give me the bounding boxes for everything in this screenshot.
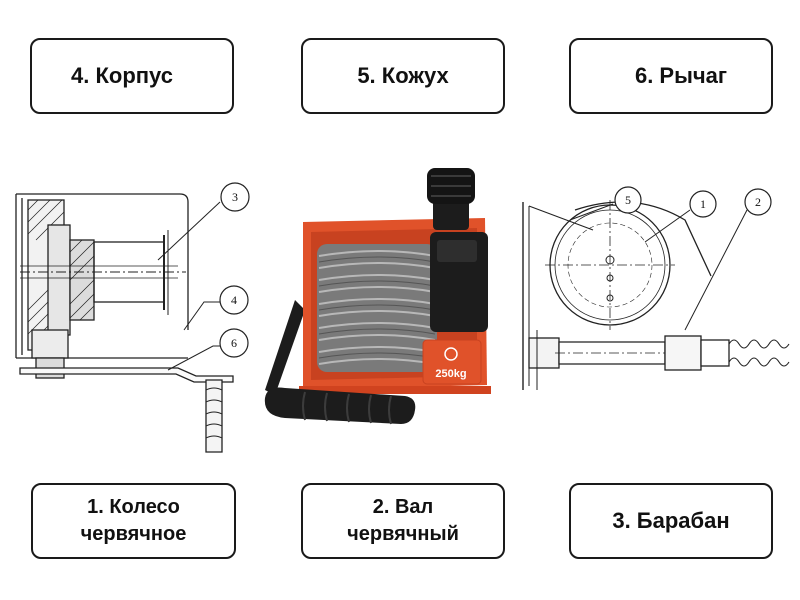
- label-worm-shaft: 2. Вал червячный: [301, 483, 505, 559]
- callout-number: 4: [231, 293, 237, 307]
- label-drum-text: 3. Барабан: [612, 508, 730, 533]
- winch-photo: 250kg: [264, 168, 491, 425]
- top-knob: [433, 200, 469, 230]
- right-front-drawing: 5 1 2: [522, 186, 790, 390]
- callout-circle: [744, 188, 772, 216]
- capacity-badge: [422, 339, 482, 385]
- callout-circle: [219, 328, 249, 358]
- callout-number: 6: [231, 336, 237, 350]
- label-lever-text: 6. Рычаг: [634, 63, 728, 88]
- handle-grip: [264, 387, 416, 424]
- lever-arm: [265, 300, 305, 395]
- label-casing: 5. Кожух: [301, 38, 505, 114]
- left-section-drawing: 3 4 6: [15, 182, 250, 453]
- callout-circle: [219, 285, 249, 315]
- label-lever: 6. Рычаг: [569, 38, 773, 114]
- label-housing-text: 4. Корпус: [71, 63, 173, 88]
- callout-circle: [689, 190, 717, 218]
- callout-number: 1: [700, 197, 706, 211]
- callout-circle: [220, 182, 250, 212]
- callout-number: 3: [232, 190, 238, 204]
- label-housing: 4. Корпус: [30, 38, 234, 114]
- label-casing-text: 5. Кожух: [357, 63, 449, 88]
- callout-circle: [614, 186, 642, 214]
- callout-number: 2: [755, 195, 761, 209]
- housing-outline: [16, 193, 189, 330]
- label-worm-wheel: 1. Колесо червячное: [31, 483, 236, 559]
- label-worm-wheel-text: 1. Колесо червячное: [80, 496, 187, 545]
- label-worm-shaft-text: 2. Вал червячный: [347, 496, 459, 545]
- callout-number: 5: [625, 193, 631, 207]
- capacity-badge-text: 250kg: [435, 368, 466, 380]
- label-drum: 3. Барабан: [569, 483, 773, 559]
